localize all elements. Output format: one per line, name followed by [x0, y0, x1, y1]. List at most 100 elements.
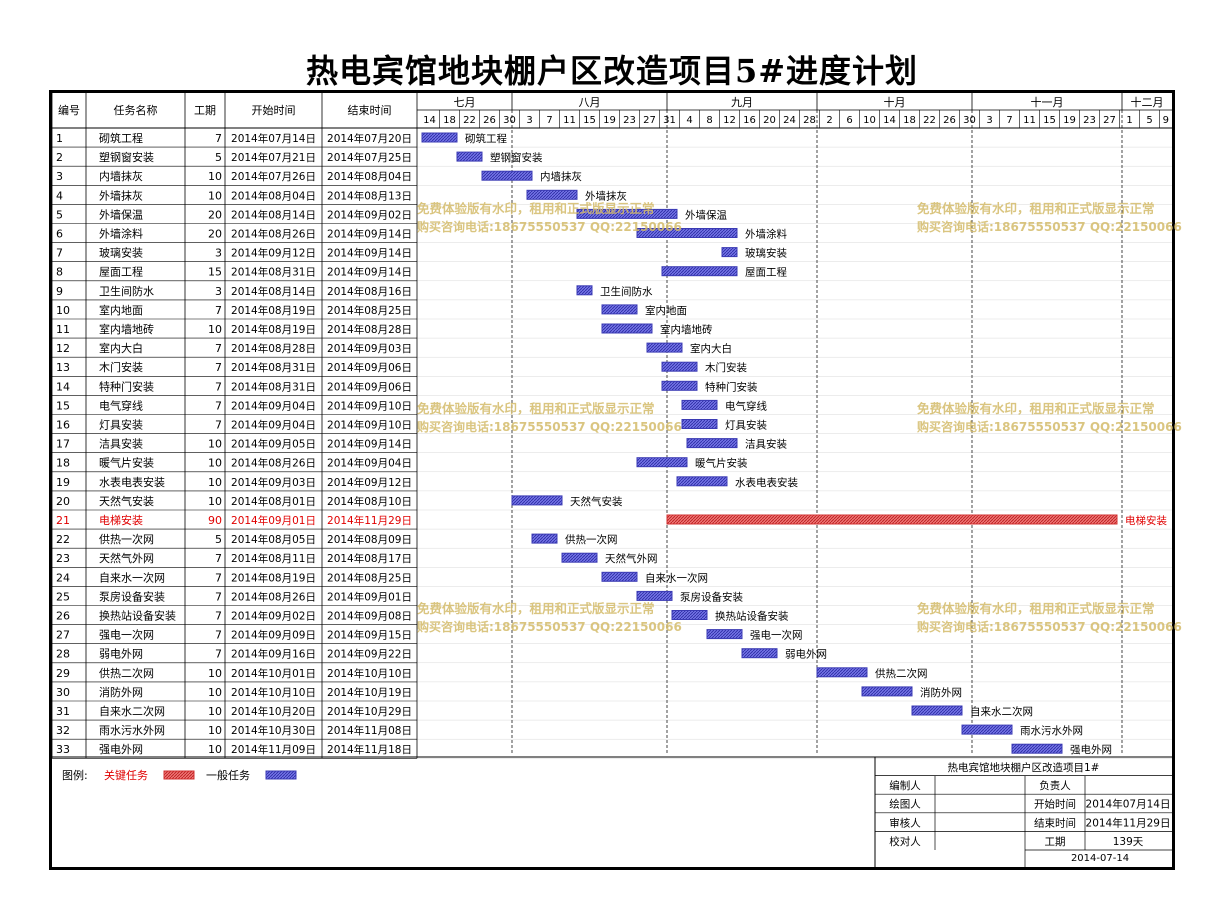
info-reviewer-label: 审核人	[889, 816, 921, 829]
task-name: 外墙抹灰	[99, 188, 143, 202]
task-id: 2	[56, 151, 63, 164]
day-tick-label: 4	[686, 115, 692, 126]
task-duration: 10	[208, 457, 222, 470]
task-start: 2014年08月05日	[231, 533, 316, 546]
day-tick-label: 26	[943, 115, 956, 126]
gantt-bar-label: 外墙涂料	[745, 228, 787, 241]
task-name: 自来水一次网	[99, 570, 165, 584]
task-duration: 10	[208, 495, 222, 508]
task-start: 2014年08月11日	[231, 552, 316, 565]
gantt-bar-label: 玻璃安装	[745, 247, 787, 260]
gantt-bar-label: 天然气安装	[570, 495, 623, 508]
task-start: 2014年08月26日	[231, 228, 316, 241]
task-end: 2014年09月14日	[327, 266, 412, 279]
task-duration: 7	[215, 629, 222, 642]
gantt-bar-label: 外墙保温	[685, 208, 727, 221]
task-start: 2014年07月14日	[231, 132, 316, 145]
task-end: 2014年09月03日	[327, 342, 412, 355]
month-label: 九月	[731, 96, 753, 109]
task-id: 21	[56, 514, 70, 527]
day-tick-label: 19	[603, 115, 616, 126]
task-start: 2014年08月31日	[231, 380, 316, 393]
task-duration: 7	[215, 571, 222, 584]
task-start: 2014年09月16日	[231, 648, 316, 661]
watermark-line-1: 免费体验版有水印，租用和正式版显示正常	[417, 601, 655, 616]
task-end: 2014年08月09日	[327, 533, 412, 546]
task-duration: 10	[208, 476, 222, 489]
day-tick-label: 27	[1103, 115, 1116, 126]
gantt-bar	[531, 533, 558, 544]
task-id: 17	[56, 438, 70, 451]
gantt-bar	[661, 361, 698, 372]
task-end: 2014年10月19日	[327, 686, 412, 699]
task-duration: 10	[208, 170, 222, 183]
task-end: 2014年08月16日	[327, 285, 412, 298]
gantt-bar	[601, 571, 638, 582]
task-end: 2014年09月14日	[327, 228, 412, 241]
gantt-bar	[456, 151, 483, 162]
day-tick-label: 3	[986, 115, 992, 126]
task-duration: 5	[215, 151, 222, 164]
gantt-bar	[636, 457, 688, 468]
task-name: 暖气片安装	[99, 456, 154, 470]
task-id: 6	[56, 228, 63, 241]
task-start: 2014年09月05日	[231, 438, 316, 451]
day-tick-label: 6	[846, 115, 852, 126]
task-duration: 10	[208, 705, 222, 718]
task-name: 木门安装	[99, 360, 143, 374]
gantt-bar	[706, 629, 743, 640]
day-tick-label: 5	[1146, 115, 1152, 126]
month-label: 七月	[454, 96, 476, 109]
task-end: 2014年08月28日	[327, 323, 412, 336]
gantt-bar-label: 电气穿线	[725, 399, 767, 412]
task-id: 29	[56, 667, 70, 680]
task-end: 2014年09月10日	[327, 399, 412, 412]
task-end: 2014年09月10日	[327, 419, 412, 432]
gantt-bar-label: 自来水二次网	[970, 705, 1033, 718]
day-tick-label: 15	[583, 115, 596, 126]
day-tick-label: 22	[923, 115, 936, 126]
task-id: 12	[56, 342, 70, 355]
gantt-bar-label: 室内墙地砖	[660, 323, 713, 336]
day-tick-label: 22	[463, 115, 476, 126]
task-start: 2014年09月12日	[231, 247, 316, 260]
task-name: 洁具安装	[99, 437, 143, 451]
gantt-bar-label: 木门安装	[705, 361, 747, 374]
task-name: 供热二次网	[99, 666, 154, 680]
task-duration: 90	[208, 514, 222, 527]
task-end: 2014年07月20日	[327, 132, 412, 145]
task-id: 31	[56, 705, 70, 718]
info-start-value: 2014年07月14日	[1086, 798, 1171, 811]
info-header: 热电宾馆地块棚户区改造项目1#	[948, 761, 1100, 774]
day-tick-label: 28	[803, 115, 816, 126]
gantt-bar-label: 强电外网	[1070, 743, 1112, 756]
gantt-bar	[601, 304, 638, 315]
task-end: 2014年09月04日	[327, 457, 412, 470]
task-duration: 7	[215, 304, 222, 317]
task-name: 天然气外网	[99, 551, 154, 565]
month-label: 十一月	[1031, 95, 1064, 109]
task-id: 7	[56, 247, 63, 260]
legend-critical-label: 关键任务	[104, 768, 148, 782]
gantt-bar	[481, 170, 533, 181]
watermark-line-1: 免费体验版有水印，租用和正式版显示正常	[417, 401, 655, 416]
gantt-bar	[646, 342, 683, 353]
task-name: 外墙涂料	[99, 227, 143, 241]
task-end: 2014年09月12日	[327, 476, 412, 489]
task-id: 10	[56, 304, 70, 317]
gantt-bar	[676, 476, 728, 487]
task-id: 18	[56, 457, 70, 470]
gantt-bars: 砌筑工程塑钢窗安装内墙抹灰外墙抹灰外墙保温外墙涂料玻璃安装屋面工程卫生间防水室内…	[421, 132, 1167, 756]
month-label: 十月	[884, 95, 906, 109]
task-duration: 7	[215, 590, 222, 603]
task-id: 3	[56, 170, 63, 183]
task-duration: 7	[215, 648, 222, 661]
day-tick-label: 19	[1063, 115, 1076, 126]
task-duration: 20	[208, 208, 222, 221]
task-id: 13	[56, 361, 70, 374]
day-tick-label: 18	[903, 115, 916, 126]
day-tick-label: 3	[526, 115, 532, 126]
